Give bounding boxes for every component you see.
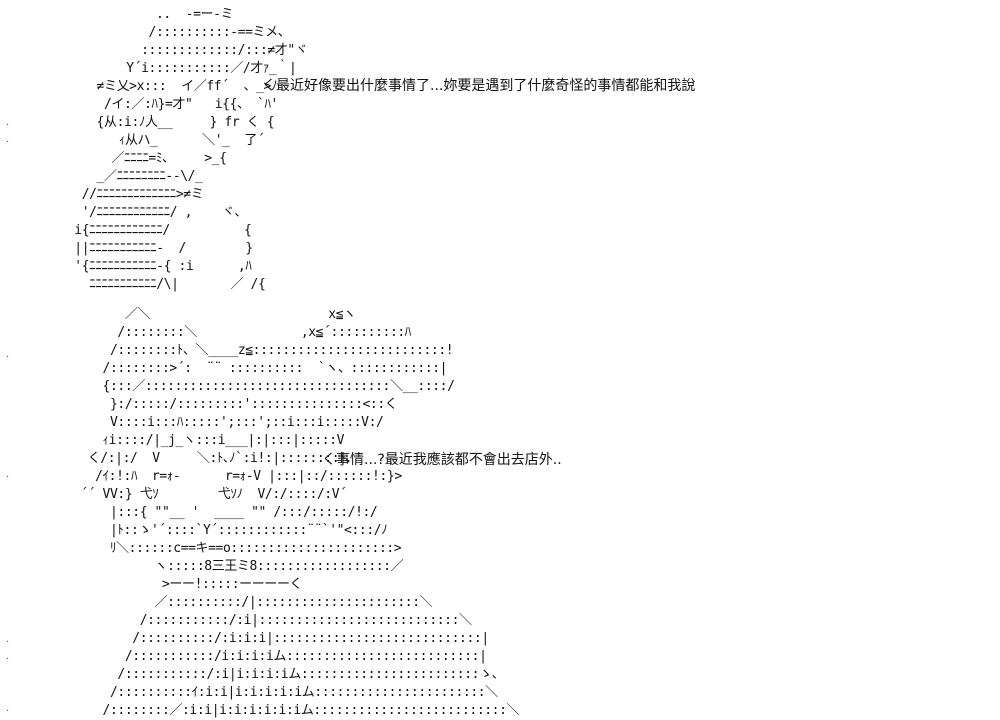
speech-line-2: く事情...?最近我應該都不會出去店外.. bbox=[322, 452, 562, 468]
speech-line-1: く最近好像要出什麼事情了...妳要是遇到了什麼奇怪的事情都能和我說 bbox=[262, 78, 696, 94]
margin-dot: . bbox=[6, 634, 10, 645]
margin-dot: . bbox=[6, 349, 10, 360]
margin-dot: . bbox=[6, 117, 10, 128]
margin-dot: . bbox=[6, 651, 10, 662]
margin-dot: . bbox=[6, 703, 10, 714]
margin-dot: . bbox=[6, 469, 10, 480]
margin-dot: . bbox=[6, 134, 10, 145]
ascii-art-top-figure: .. -=ー-ミ /::::::::::-==ミメ、 :::::::::::::… bbox=[74, 7, 308, 292]
ascii-art-bottom-figure: ／＼ x≦ヽ /::::::::＼ ,x≦´::::::::::ﾊ /:::::… bbox=[80, 307, 520, 718]
